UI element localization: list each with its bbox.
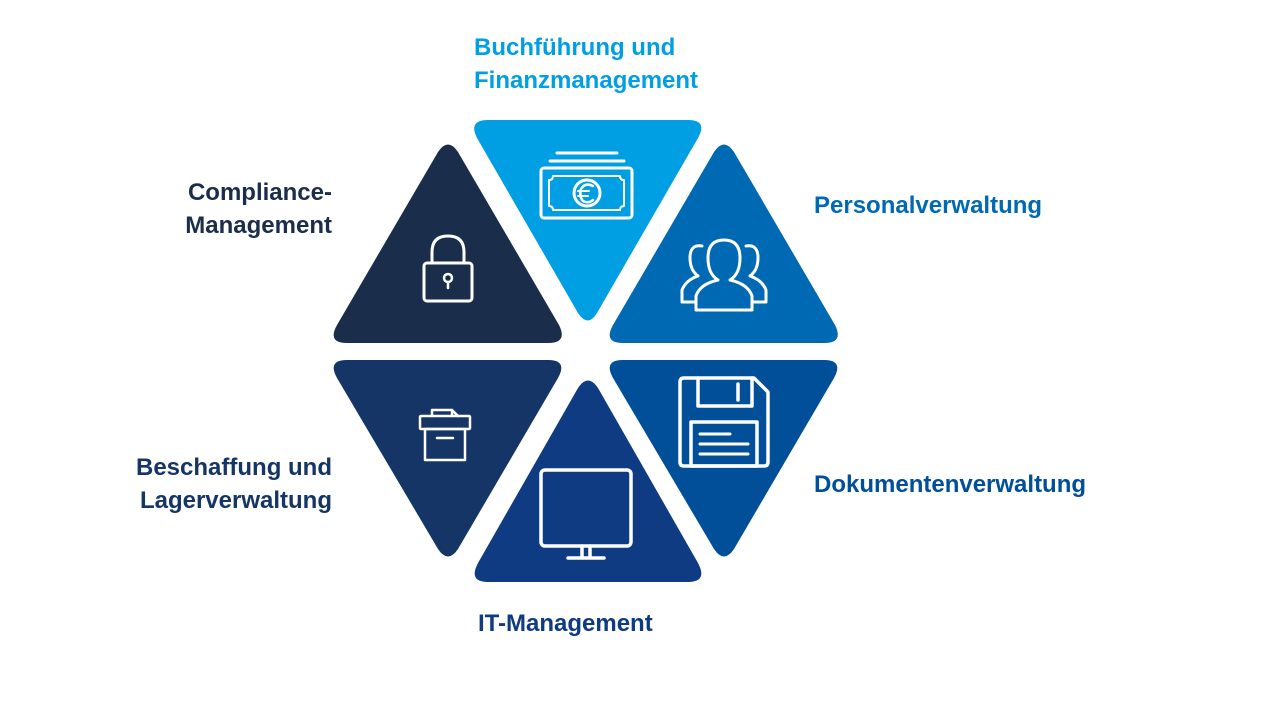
label-procurement-line2: Lagerverwaltung bbox=[139, 487, 332, 514]
floppy-disk-icon bbox=[678, 376, 770, 468]
padlock-icon bbox=[422, 234, 474, 303]
label-documents-line1: Dokumentenverwaltung bbox=[814, 471, 1087, 498]
label-compliance: Compliance- Management bbox=[185, 176, 332, 242]
triangle-documents bbox=[609, 360, 838, 557]
monitor-icon bbox=[539, 468, 633, 560]
archive-box-icon bbox=[418, 408, 472, 462]
label-it: IT-Management bbox=[478, 607, 653, 640]
label-documents: Dokumentenverwaltung bbox=[814, 468, 1086, 501]
triangle-it bbox=[474, 380, 702, 582]
label-hr-line1: Personalverwaltung bbox=[814, 192, 1043, 219]
label-compliance-line1: Compliance- bbox=[187, 179, 332, 206]
triangle-compliance bbox=[333, 144, 562, 343]
label-finance: Buchführung und Finanzmanagement bbox=[474, 31, 698, 97]
label-finance-line1: Buchführung und bbox=[474, 34, 676, 61]
triangle-finance bbox=[474, 120, 702, 321]
label-it-line1: IT-Management bbox=[478, 610, 653, 637]
triangle-procurement bbox=[333, 360, 562, 557]
label-procurement-line1: Beschaffung und bbox=[136, 454, 332, 481]
label-finance-line2: Finanzmanagement bbox=[474, 67, 699, 94]
banknote-euro-icon bbox=[539, 151, 634, 220]
label-hr: Personalverwaltung bbox=[814, 189, 1042, 222]
users-group-icon bbox=[680, 238, 768, 312]
triangle-hr bbox=[609, 144, 838, 343]
label-procurement: Beschaffung und Lagerverwaltung bbox=[136, 451, 332, 517]
label-compliance-line2: Management bbox=[185, 212, 332, 239]
